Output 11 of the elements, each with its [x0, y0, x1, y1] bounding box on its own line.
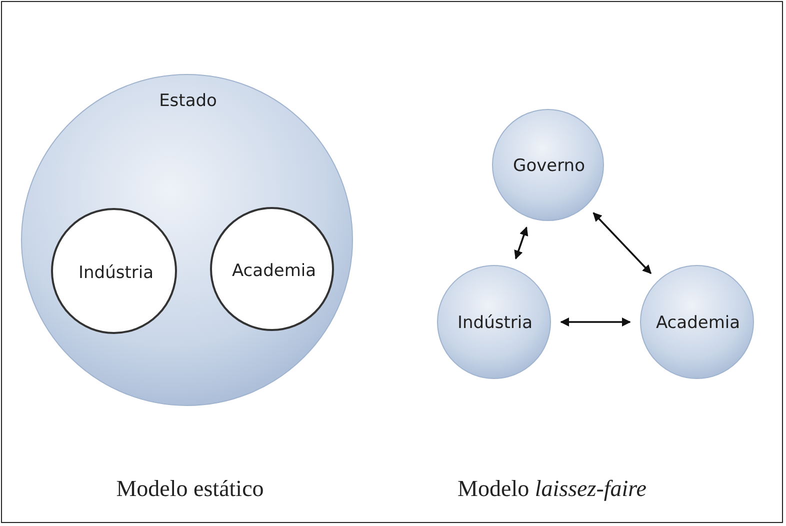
node-label: Governo	[513, 156, 585, 176]
double-arrow	[592, 212, 652, 274]
node-label: Indústria	[458, 313, 532, 333]
node-label: Academia	[232, 261, 316, 281]
node-label: Academia	[656, 313, 740, 333]
node-label: Indústria	[78, 263, 154, 283]
node-label: Estado	[159, 91, 217, 111]
double-arrow	[560, 318, 631, 326]
caption: Modelo laissez-faire	[458, 476, 646, 502]
double-arrow	[514, 226, 528, 260]
caption: Modelo estático	[116, 476, 264, 502]
